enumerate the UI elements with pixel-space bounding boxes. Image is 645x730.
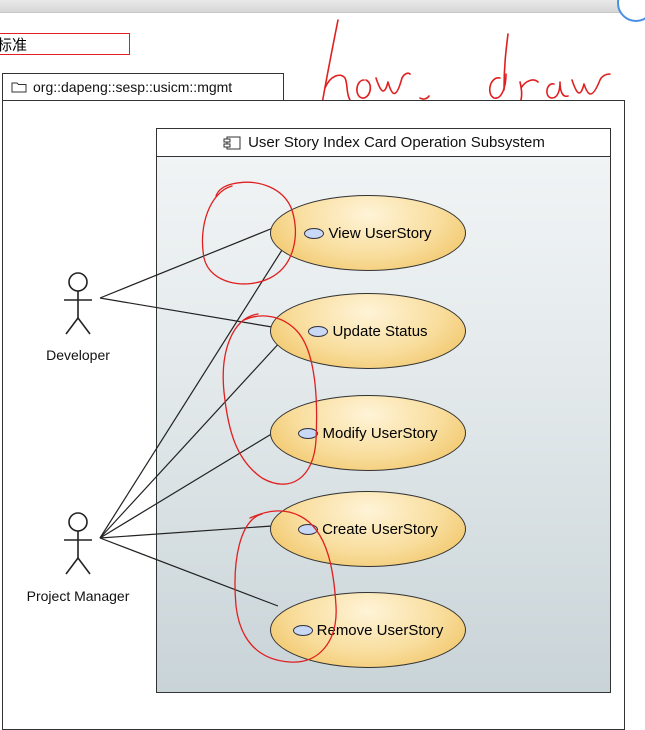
actor-name-developer: Developer (46, 347, 110, 363)
association-line (99, 339, 283, 539)
association-line (99, 537, 279, 607)
use-case-label: Remove UserStory (316, 621, 444, 639)
package-tab: org::dapeng::sesp::usicm::mgmt (2, 73, 284, 100)
use-case-label: Modify UserStory (322, 424, 438, 442)
subsystem-header: User Story Index Card Operation Subsyste… (157, 129, 610, 157)
association-line (99, 225, 279, 299)
use-case-label: View UserStory (328, 224, 432, 242)
use-case-icon (298, 523, 319, 535)
component-icon (223, 136, 241, 149)
use-case-view-userstory[interactable]: View UserStory (270, 195, 466, 271)
use-case-remove-userstory[interactable]: Remove UserStory (270, 592, 466, 668)
use-case-modify-userstory[interactable]: Modify UserStory (270, 395, 466, 471)
use-case-label: Create UserStory (322, 520, 438, 538)
use-case-icon (298, 427, 319, 439)
window-top-bar (0, 0, 645, 13)
actor-project-manager-icon[interactable] (64, 512, 92, 575)
association-line (99, 249, 283, 539)
actor-name-project-manager: Project Manager (26, 588, 130, 604)
use-case-label: Update Status (332, 322, 428, 340)
handwritten-annotation (321, 19, 611, 105)
folder-icon (11, 82, 27, 93)
association-line (99, 429, 279, 539)
use-case-create-userstory[interactable]: Create UserStory (270, 491, 466, 567)
package-name: org::dapeng::sesp::usicm::mgmt (33, 79, 233, 95)
red-outlined-label: 标准 (0, 33, 130, 55)
actor-developer-icon[interactable] (64, 272, 92, 335)
use-case-update-status[interactable]: Update Status (270, 293, 466, 369)
corner-circle-icon (617, 0, 645, 22)
use-case-icon (304, 227, 325, 239)
use-case-icon (292, 624, 313, 636)
association-line (99, 297, 279, 329)
association-line (99, 525, 273, 539)
subsystem-title: User Story Index Card Operation Subsyste… (248, 134, 545, 151)
use-case-icon (308, 325, 329, 337)
